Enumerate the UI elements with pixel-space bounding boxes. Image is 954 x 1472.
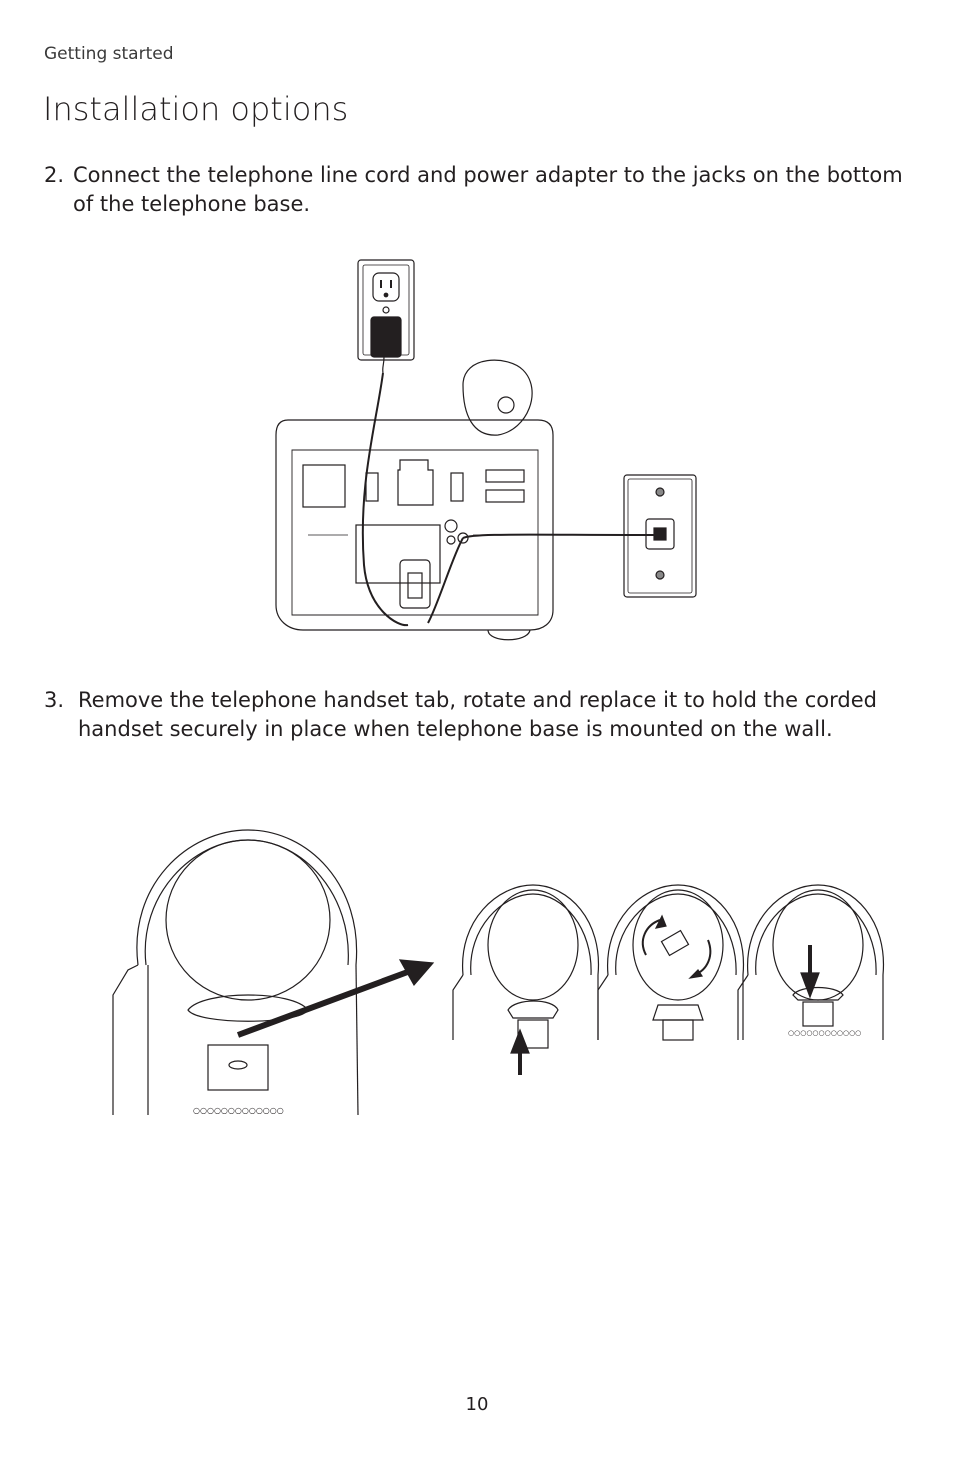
connection-figure <box>268 255 708 649</box>
pointer-arrow-icon <box>236 967 415 1038</box>
step-3: 3. Remove the telephone handset tab, rot… <box>44 686 914 744</box>
page-number: 10 <box>465 1394 489 1415</box>
step-2: 2. Connect the telephone line cord and p… <box>44 161 914 219</box>
svg-text:○○○○○○○○○○○○○: ○○○○○○○○○○○○○ <box>193 1106 284 1115</box>
step-text: Remove the telephone handset tab, rotate… <box>78 688 877 741</box>
power-adapter-icon <box>370 316 402 374</box>
telephone-base-bottom-icon <box>275 359 554 641</box>
page-title: Installation options <box>43 90 349 128</box>
wall-phone-jack-icon <box>623 474 697 598</box>
line-cord-icon <box>427 533 661 624</box>
step-number: 2. <box>44 163 65 187</box>
step-text: Connect the telephone line cord and powe… <box>73 163 903 216</box>
svg-text:○○○○○○○○○○○○: ○○○○○○○○○○○○ <box>788 1029 861 1037</box>
step-number: 3. <box>44 688 65 712</box>
rotate-arrows-icon <box>641 914 712 979</box>
section-label: Getting started <box>44 44 174 64</box>
handset-cradle-icon: ○○○○○○○○○○○○○ <box>112 829 359 1116</box>
handset-tab-figure: ○○○○○○○○○○○○○ <box>108 825 888 1129</box>
power-cord <box>361 372 409 627</box>
